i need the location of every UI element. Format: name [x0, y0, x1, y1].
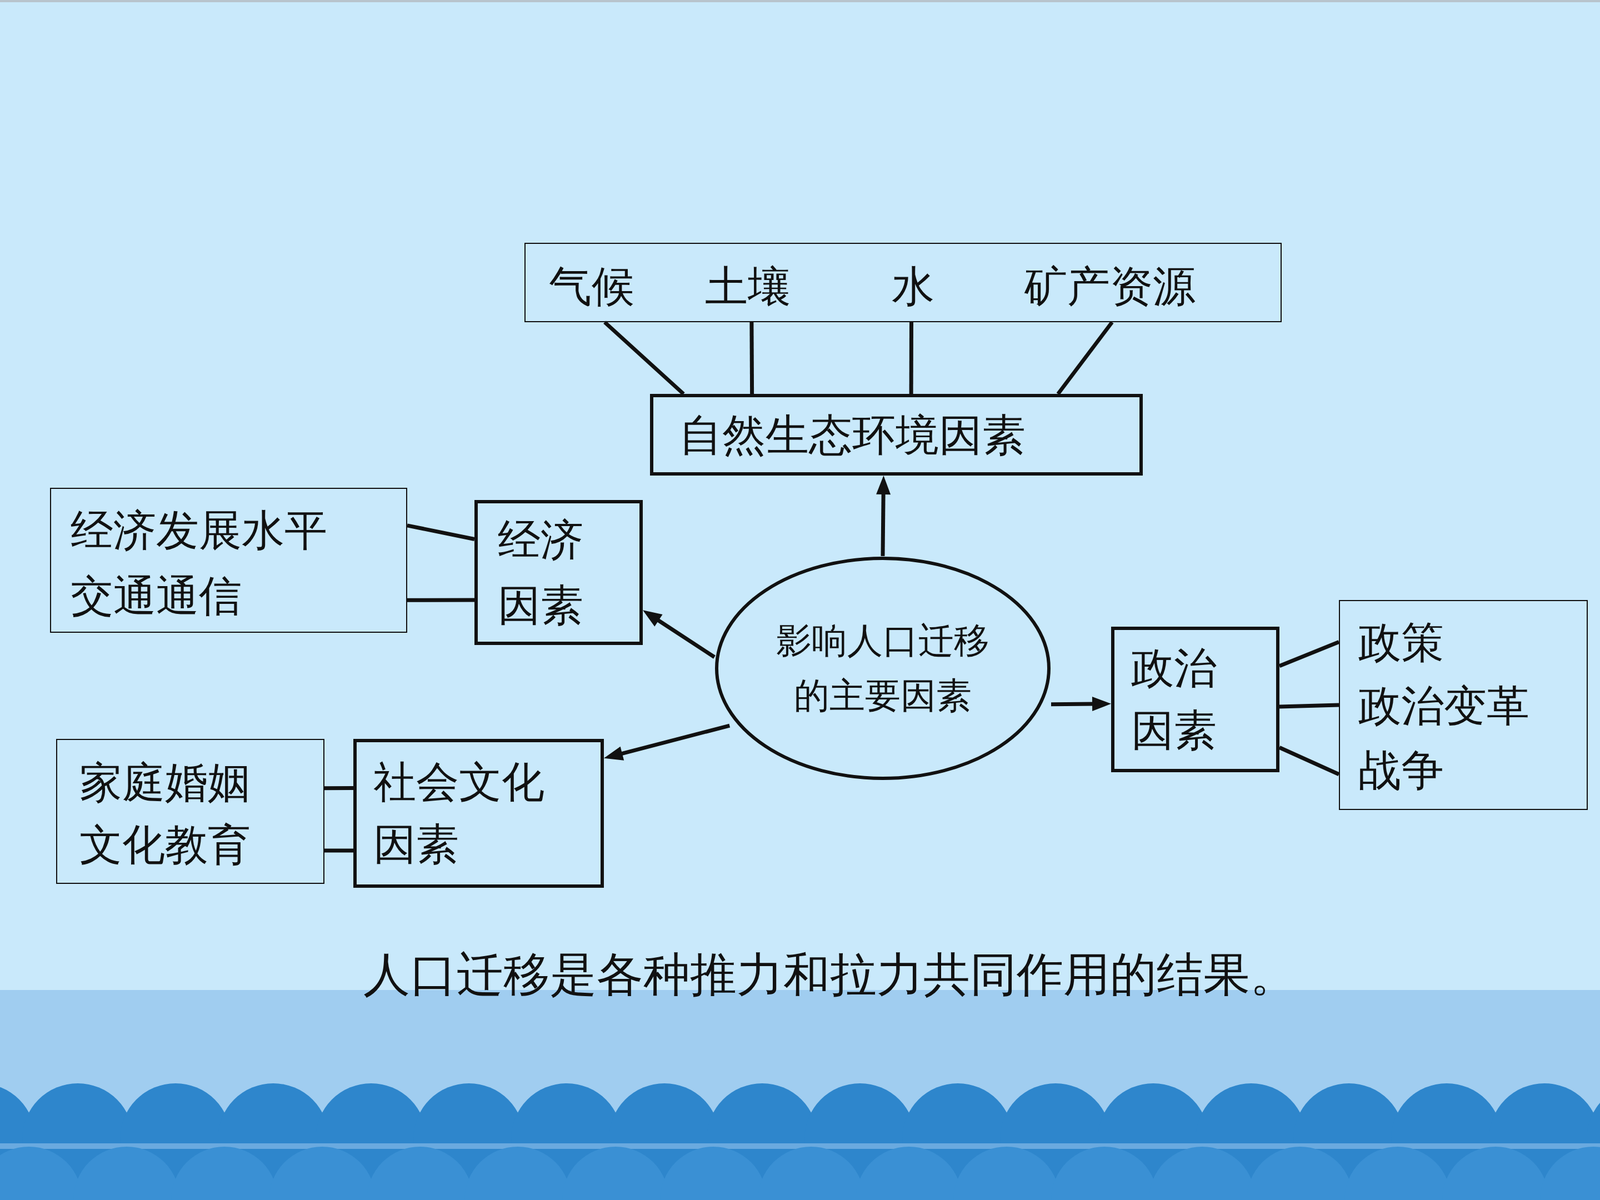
- connector-arrow: [1051, 696, 1112, 712]
- category-box: 政治 因素: [1111, 626, 1280, 773]
- factor-list-box: 家庭婚姻文化教育: [56, 738, 325, 884]
- connector-line: [1279, 747, 1339, 774]
- connector-stroke: [656, 619, 715, 658]
- caption: 人口迁移是各种推力和拉力共同作用的结果。: [363, 946, 1297, 1003]
- connector-stroke: [749, 322, 754, 394]
- arrowhead: [642, 610, 663, 627]
- factor-list-box: 经济发展水平交通通信: [50, 487, 408, 633]
- factor-label: 文化教育: [79, 820, 251, 870]
- category-label: 自然生态环境因素: [678, 407, 1026, 463]
- wave-circle: [1246, 1146, 1354, 1200]
- category-box: 社会文化 因素: [353, 738, 604, 888]
- factor-label: 交通通信: [70, 571, 242, 622]
- wave-circle: [562, 1146, 669, 1200]
- wave-circle: [953, 1146, 1060, 1200]
- connector-line: [1279, 705, 1339, 707]
- factor-label: 矿产资源: [1024, 261, 1196, 312]
- wave-circle: [0, 1146, 83, 1200]
- wave-circle: [366, 1146, 474, 1200]
- wave-circle: [757, 1146, 865, 1200]
- factor-label: 经济发展水平: [70, 505, 328, 556]
- connector-stroke: [1057, 322, 1112, 394]
- center-label: 影响人口迁移 的主要因素: [755, 613, 1011, 724]
- center-ellipse: 影响人口迁移 的主要因素: [714, 556, 1052, 781]
- connector-line: [604, 322, 684, 394]
- connector-stroke: [1279, 705, 1339, 707]
- factor-label: 政策: [1358, 617, 1444, 668]
- ellipse-outline: [714, 556, 1052, 781]
- connector-line: [407, 525, 475, 540]
- factor-label: 家庭婚姻: [79, 757, 251, 808]
- wave-circle: [1540, 1146, 1600, 1200]
- top-rule: [0, 0, 1600, 3]
- category-label: 政治 因素: [1131, 637, 1243, 762]
- connector-line: [324, 787, 354, 789]
- connector-line: [751, 322, 753, 394]
- factor-label: 政治变革: [1358, 681, 1530, 732]
- connector-arrow: [876, 475, 891, 557]
- arrowhead: [1092, 696, 1112, 712]
- connector-stroke: [324, 786, 354, 790]
- connector-stroke: [1279, 642, 1339, 667]
- ellipse-shape: [716, 558, 1049, 779]
- wave-circle: [1344, 1146, 1452, 1200]
- wave-circle: [464, 1146, 572, 1200]
- factor-label: 水: [891, 261, 935, 312]
- connector-stroke: [407, 598, 475, 603]
- connector-line: [911, 322, 912, 394]
- wave-circle: [73, 1146, 180, 1200]
- connector-arrow: [642, 610, 715, 657]
- category-box: 自然生态环境因素: [650, 393, 1143, 476]
- arrowhead: [603, 746, 624, 761]
- connector-stroke: [1279, 747, 1339, 774]
- factor-list-box: 政策政治变革战争: [1338, 600, 1588, 810]
- wave-circle: [268, 1146, 376, 1200]
- factor-list-box: 气候 土壤 水 矿产资源: [524, 242, 1282, 323]
- wave-pattern: [0, 1083, 1600, 1200]
- category-label: 社会文化 因素: [373, 751, 574, 876]
- wave-circle: [1442, 1146, 1549, 1200]
- connector-arrow: [603, 725, 730, 761]
- connector-line: [324, 850, 354, 851]
- connector-stroke: [909, 322, 914, 394]
- factor-label: 土壤: [705, 261, 791, 312]
- connector-stroke: [882, 492, 884, 557]
- connector-stroke: [620, 725, 730, 754]
- arrowhead: [876, 475, 891, 495]
- connector-stroke: [324, 848, 354, 853]
- connector-line: [407, 600, 475, 601]
- wave-circle: [660, 1146, 767, 1200]
- wave-circle: [171, 1146, 278, 1200]
- connector-line: [1057, 322, 1112, 394]
- category-box: 经济 因素: [474, 500, 643, 645]
- wave-circle: [1051, 1146, 1158, 1200]
- factor-label: 战争: [1358, 745, 1444, 796]
- category-label: 经济 因素: [497, 507, 609, 639]
- wave-circle: [855, 1146, 963, 1200]
- connector-stroke: [1051, 702, 1095, 707]
- connector-stroke: [604, 322, 684, 394]
- factor-label: 气候: [548, 261, 635, 312]
- wave-circle: [1148, 1146, 1256, 1200]
- connector-line: [1279, 642, 1339, 667]
- connector-stroke: [407, 525, 475, 540]
